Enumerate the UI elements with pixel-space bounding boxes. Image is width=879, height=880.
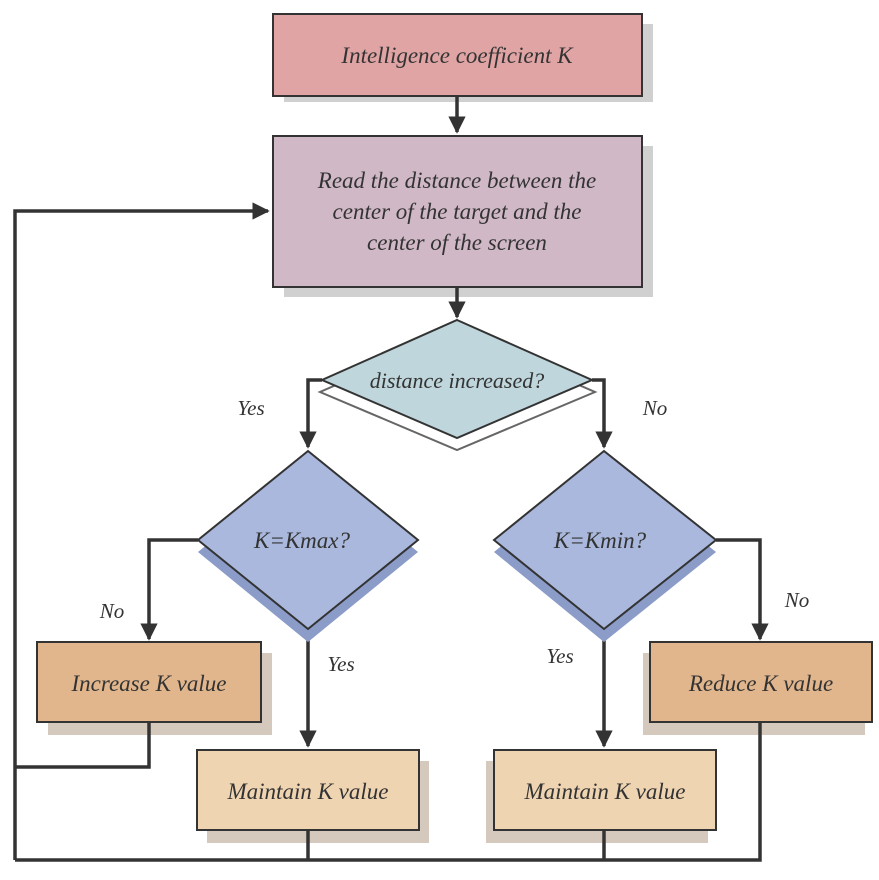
edge-label-no-kmin: No xyxy=(784,588,810,612)
start-box xyxy=(272,13,643,97)
read-box-label-line-1: Read the distance between the xyxy=(317,168,596,193)
distance-decision xyxy=(319,318,595,440)
kmax-decision xyxy=(196,449,420,631)
increase-box-label: Increase K value xyxy=(71,671,227,696)
maintain-left-box-label: Maintain K value xyxy=(227,779,389,804)
reduce-box xyxy=(649,641,873,723)
edge-label-yes-kmax: Yes xyxy=(327,652,354,676)
read-box-label-line-2: center of the target and the xyxy=(333,199,582,224)
arrow-kmax-no-to-increase xyxy=(140,538,198,641)
kmin-decision-label: K=Kmin? xyxy=(553,528,647,553)
edge-label-yes-kmin: Yes xyxy=(546,644,573,668)
reduce-box-label: Reduce K value xyxy=(688,671,833,696)
read-box xyxy=(272,135,643,288)
distance-decision-label: distance increased? xyxy=(370,368,545,393)
edge-label-no-kmax: No xyxy=(99,599,125,623)
loop-bottom-rail xyxy=(15,722,762,862)
kmax-decision-label: K=Kmax? xyxy=(253,528,351,553)
start-box-label: Intelligence coefficient K xyxy=(340,43,574,68)
maintain-right-box-label: Maintain K value xyxy=(524,779,686,804)
loop-increase-to-left-rail xyxy=(15,722,151,769)
arrow-no-to-kmin xyxy=(592,378,613,449)
edge-label-no-distance: No xyxy=(642,396,668,420)
edge-label-yes-distance: Yes xyxy=(237,396,264,420)
kmin-decision xyxy=(492,449,718,631)
arrow-yes-to-kmax xyxy=(299,378,322,449)
maintain-right-box xyxy=(493,749,717,831)
read-box-label-line-3: center of the screen xyxy=(367,230,547,255)
arrow-kmin-no-to-reduce xyxy=(716,538,769,641)
loop-left-rail-to-read xyxy=(13,202,270,860)
increase-box xyxy=(36,641,262,723)
maintain-left-box xyxy=(196,749,420,831)
